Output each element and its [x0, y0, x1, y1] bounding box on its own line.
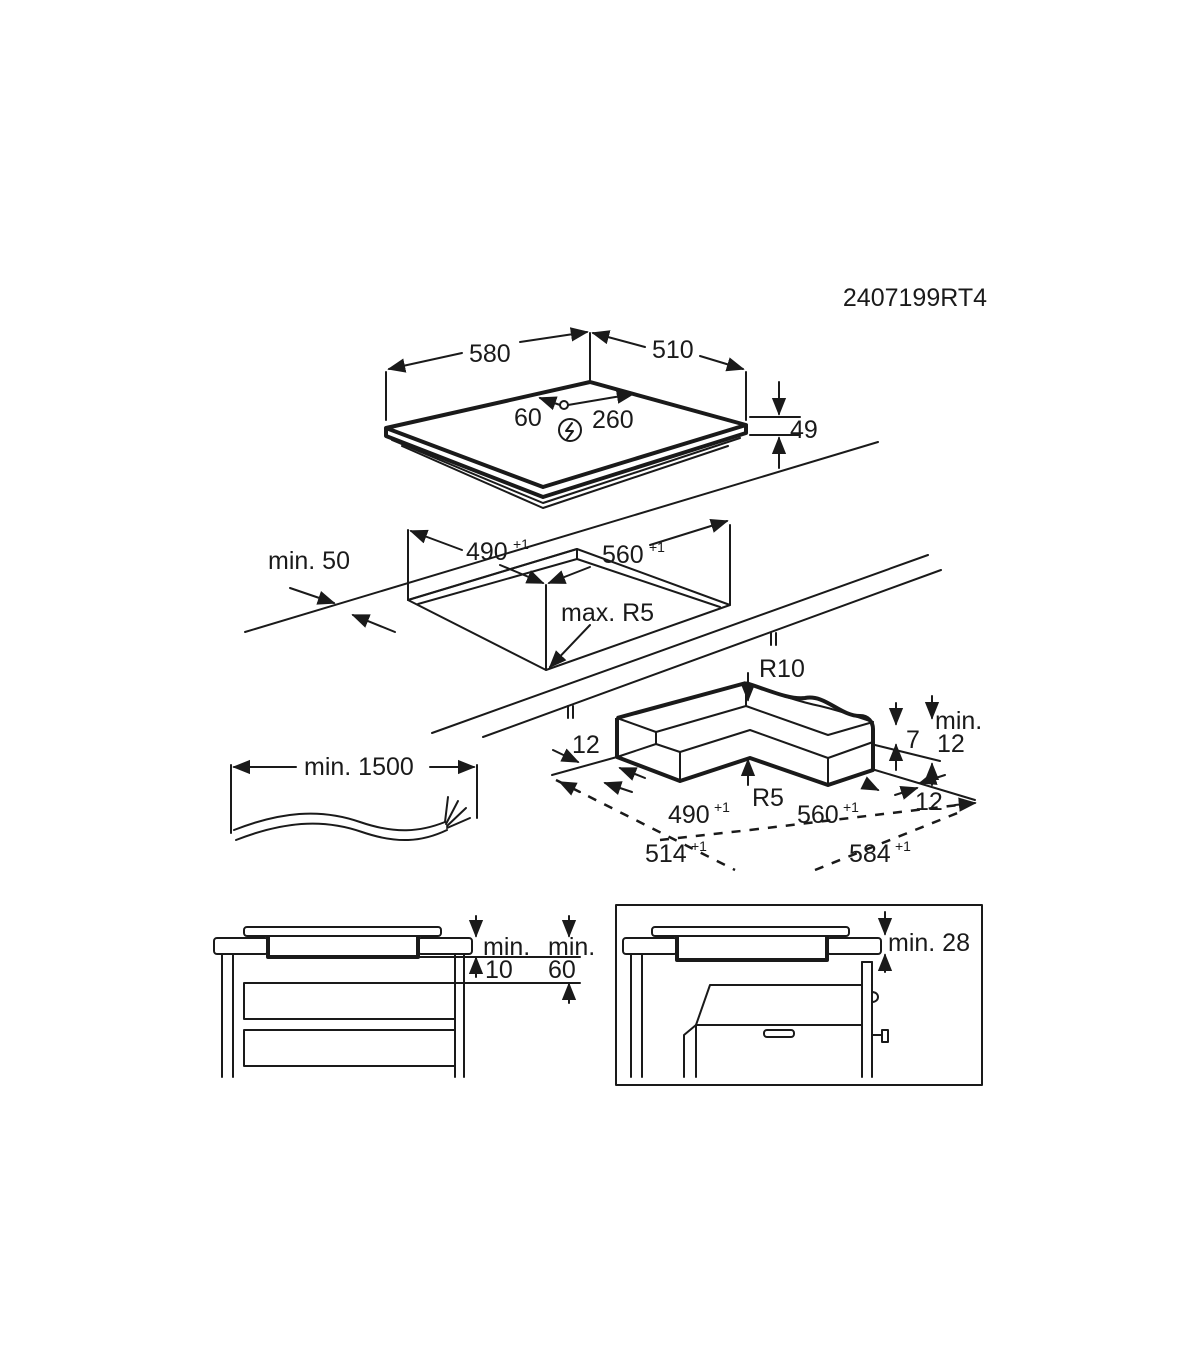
cutout-width-tol: +1 — [513, 536, 529, 552]
electric-connection-icon — [558, 418, 582, 442]
drawing-code: 2407199RT4 — [843, 284, 987, 312]
frame-min-value: 12 — [937, 730, 965, 758]
drawer-gap-value: 10 — [485, 956, 513, 984]
frame-outer-depth-tol: +1 — [895, 838, 911, 854]
install-oven-section — [615, 904, 983, 1086]
hob-depth-label: 510 — [652, 336, 694, 364]
oven-gap-label: min. 28 — [888, 929, 970, 957]
drawer-depth-min-label: min. — [548, 933, 595, 961]
frame-side-offset-label: 12 — [915, 788, 943, 816]
drawer-depth-value: 60 — [548, 956, 576, 984]
cutout-min-edge-label: min. 50 — [268, 547, 350, 575]
install-drawer-section — [213, 915, 581, 1078]
frame-r5-label: R5 — [752, 784, 784, 812]
hob-height-label: 49 — [790, 416, 818, 444]
frame-inner-depth-label: 560 — [797, 801, 839, 829]
frame-height-label: 7 — [906, 726, 920, 754]
frame-outer-depth-label: 584 — [849, 840, 891, 868]
worktop-cutout — [244, 441, 942, 738]
cable-length-label: min. 1500 — [304, 753, 414, 781]
frame-outer-width-tol: +1 — [691, 838, 707, 854]
frame-inner-depth-tol: +1 — [843, 799, 859, 815]
hob-width-label: 580 — [469, 340, 511, 368]
frame-outer-width-label: 514 — [645, 840, 687, 868]
cutout-depth-label: 560 — [602, 541, 644, 569]
conn-left-label: 60 — [514, 404, 542, 432]
frame-inner-width-tol: +1 — [714, 799, 730, 815]
cutout-radius-label: max. R5 — [561, 599, 654, 627]
frame-inner-width-label: 490 — [668, 801, 710, 829]
conn-right-label: 260 — [592, 406, 634, 434]
frame-min-label: min. — [935, 707, 982, 735]
power-cable — [230, 759, 478, 841]
frame-r10-label: R10 — [759, 655, 805, 683]
cutout-depth-tol: +1 — [649, 539, 665, 555]
frame-detail — [551, 672, 977, 872]
cutout-width-label: 490 — [466, 538, 508, 566]
drawer-gap-min-label: min. — [483, 933, 530, 961]
hob-illustration — [384, 380, 748, 509]
frame-depth-offset-label: 12 — [572, 731, 600, 759]
hob-dimensions — [385, 327, 801, 469]
